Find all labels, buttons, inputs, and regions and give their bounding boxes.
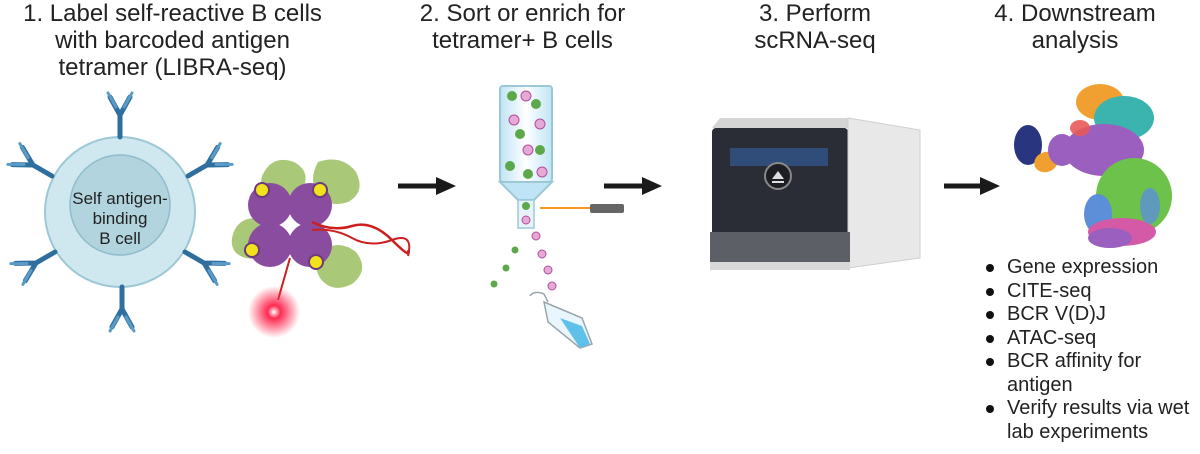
step-3-title: 3. Perform scRNA-seq [700,0,930,54]
barcode-dna-icon [311,228,411,257]
step-1-title: 1. Label self-reactive B cells with barc… [0,0,345,81]
barcode-dna-icon [311,220,410,255]
b-cell-label-line: binding [92,209,148,228]
antigen-tetramer [231,159,411,338]
column-funnel [497,181,555,201]
step-4-title: 4. Downstream analysis [960,0,1190,54]
analysis-item: BCR affinity for antigen [985,350,1200,397]
sequencer-machine [710,117,921,270]
antibody-icon [110,287,134,331]
analysis-item: BCR V(D)J [985,303,1200,327]
analysis-item: ATAC-seq [985,327,1200,351]
process-arrow [604,177,662,195]
antibody-icon [8,144,58,187]
b-cell-label-line: B cell [99,229,141,248]
analysis-list: Gene expression CITE-seq BCR V(D)J ATAC-… [985,256,1200,444]
laser-icon [590,204,624,213]
b-cell-label: Self antigen- binding B cell [55,189,185,249]
sequencer-screen [730,148,828,166]
analysis-item: Gene expression [985,256,1200,280]
b-cell-group [8,93,232,331]
b-cell-nucleus [69,154,171,256]
umap-plot [1014,84,1172,248]
cell-sorter-column [490,85,624,349]
antibody-icon [182,144,232,187]
label-dot [244,242,260,258]
step-4-title-line: analysis [1031,27,1119,54]
process-arrow [944,177,1000,195]
step-3-title-line: 3. Perform [758,0,872,27]
tetramer-subunit [248,223,292,267]
step-2-title: 2. Sort or enrich for tetramer+ B cells [385,0,660,54]
process-arrow [398,177,456,195]
step-1-title-line: 1. Label self-reactive B cells [23,0,322,27]
collection-tube-icon [529,291,593,349]
step-1-title-line: with barcoded antigen [55,27,290,54]
step-4-title-line: 4. Downstream [994,0,1156,27]
analysis-item: CITE-seq [985,280,1200,304]
label-dot [254,182,270,198]
fluorophore-icon [248,286,300,338]
step-3-title-line: scRNA-seq [754,27,876,54]
step-1-title-line: tetramer (LIBRA-seq) [58,54,287,81]
analysis-item: Verify results via wet lab experiments [985,397,1200,444]
step-2-title-line: 2. Sort or enrich for [419,0,626,27]
antibody-icon [108,93,132,137]
label-dot [308,254,324,270]
b-cell-label-line: Self antigen- [72,189,168,208]
step-2-title-line: tetramer+ B cells [432,27,613,54]
label-dot [312,182,328,198]
